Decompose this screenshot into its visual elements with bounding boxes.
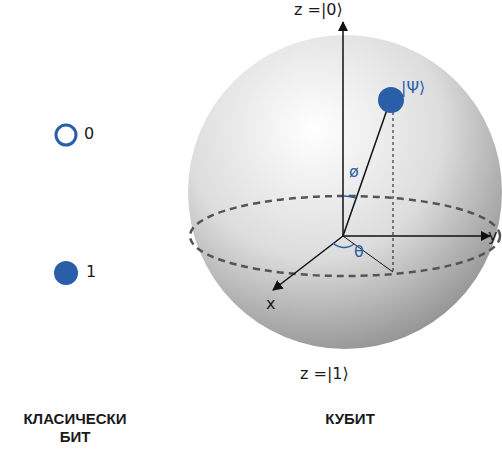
caption: КЛАСИЧЕСКИ БИТ <box>10 410 140 446</box>
state-label: |Ψ⟩ <box>401 78 425 97</box>
axis-label: y <box>488 226 497 245</box>
bit-one-circle <box>54 261 78 285</box>
sphere <box>188 35 502 349</box>
equator <box>190 196 500 276</box>
projection-line <box>343 236 393 272</box>
x-axis <box>273 236 343 290</box>
angle-label: ø <box>349 162 359 181</box>
bit-value: 1 <box>86 262 96 281</box>
basis-state: z =|0⟩ <box>294 0 343 19</box>
bit-zero-circle <box>56 125 76 145</box>
state-vector <box>343 104 389 236</box>
theta-arc <box>333 243 354 247</box>
axis-label: x <box>266 294 275 313</box>
z-axis <box>342 22 344 236</box>
angle-label: θ <box>354 242 364 261</box>
phi-arc <box>343 196 356 198</box>
bit-value: 0 <box>84 124 94 143</box>
state-point <box>378 87 404 113</box>
caption: КУБИТ <box>325 410 375 428</box>
projection-line <box>393 112 394 272</box>
basis-state: z =|1⟩ <box>300 364 349 383</box>
y-axis <box>343 235 490 237</box>
